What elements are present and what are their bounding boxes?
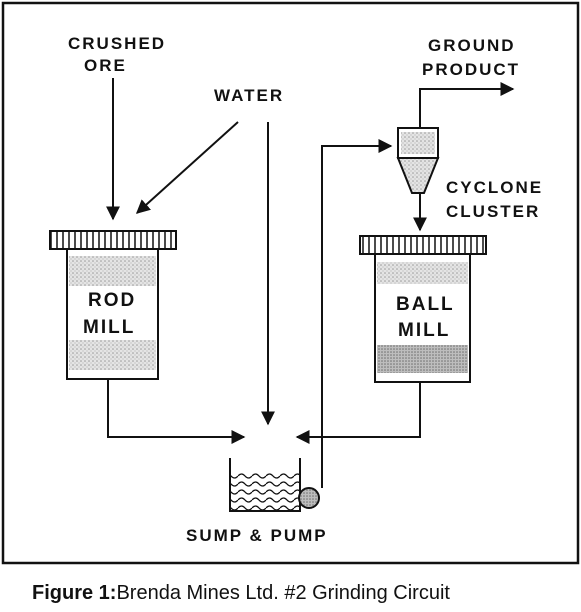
ball-mill-discharge-line: [295, 382, 421, 444]
ball-mill-lid: [359, 235, 487, 255]
water-label: WATER: [214, 86, 284, 105]
ball-mill-label-line1: BALL: [396, 294, 455, 315]
diagram-frame: [1, 1, 580, 565]
cyclone-barrel-charge: [401, 132, 435, 154]
pump-to-cyclone-line: [321, 139, 393, 488]
water-to-rod-mill-arrow: [135, 121, 239, 214]
sump-pump-label: SUMP & PUMP: [186, 526, 328, 545]
sump-tank: [229, 458, 301, 512]
ground-product-label-line2: PRODUCT: [422, 60, 520, 79]
crushed-ore-label-line2: ORE: [84, 56, 127, 75]
sump-slurry: [230, 472, 300, 510]
cyclone-overflow-line: [419, 82, 515, 128]
crushed-ore-label-line1: CRUSHED: [68, 34, 166, 53]
ball-mill-top-charge: [377, 262, 468, 284]
figure-caption: Figure 1:Brenda Mines Ltd. #2 Grinding C…: [32, 582, 450, 604]
ground-product-label-line1: GROUND: [428, 36, 516, 55]
rod-mill-bottom-charge: [69, 340, 156, 370]
rod-mill: ROD MILL: [49, 230, 177, 380]
rod-mill-lid: [49, 230, 177, 250]
rod-mill-discharge-line: [107, 379, 246, 444]
pump-icon: [298, 487, 320, 509]
rod-mill-label-line2: MILL: [83, 317, 135, 338]
cyclone-label-line1: CYCLONE: [446, 178, 543, 197]
ball-mill-label-line2: MILL: [398, 320, 450, 341]
figure-caption-text: Brenda Mines Ltd. #2 Grinding Circuit: [116, 582, 450, 604]
figure-caption-prefix: Figure 1:: [32, 582, 116, 604]
ball-mill-bottom-charge: [377, 345, 468, 373]
rod-mill-top-charge: [69, 256, 156, 286]
rod-mill-label-line1: ROD: [88, 290, 136, 311]
cyclone-cluster: [396, 127, 440, 194]
cyclone-cone: [396, 157, 440, 194]
cyclone-label-line2: CLUSTER: [446, 202, 540, 221]
ball-mill: BALL MILL: [359, 235, 487, 383]
sump-and-pump: SUMP & PUMP: [186, 458, 328, 545]
